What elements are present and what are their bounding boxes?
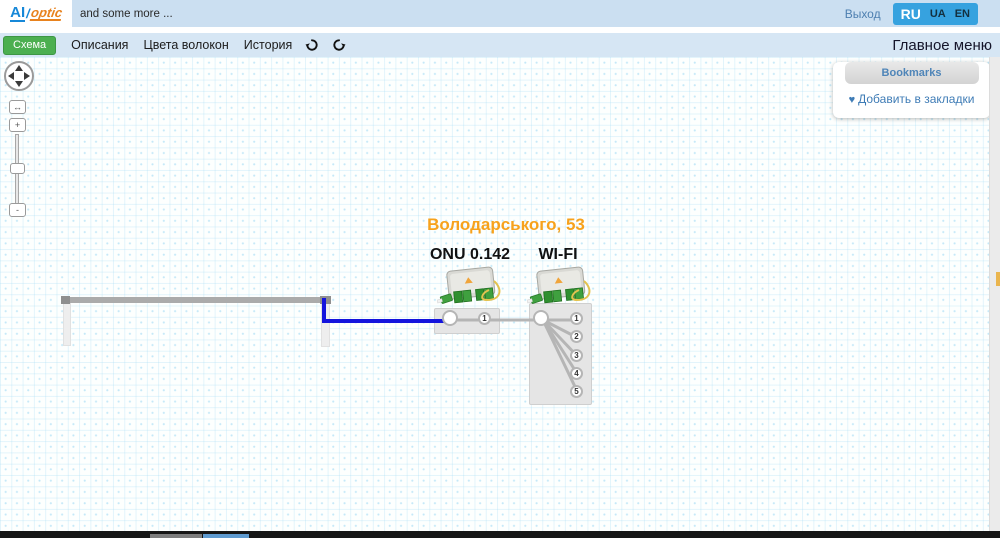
wifi-port-3[interactable]: 3 xyxy=(570,349,583,362)
aerial-cable-span[interactable] xyxy=(62,297,330,303)
fit-icon: ↔ xyxy=(13,101,22,112)
schema-canvas[interactable]: 1 1 2 3 4 5 xyxy=(0,57,1000,531)
taskbar-fragment-blue xyxy=(203,534,249,538)
address-label[interactable]: Володарського, 53 xyxy=(427,215,585,234)
pan-right-icon[interactable] xyxy=(24,72,30,80)
heart-icon: ♥ xyxy=(848,94,856,106)
pan-down-icon[interactable] xyxy=(15,81,23,87)
bar-gap xyxy=(0,27,1000,33)
blue-drop-cable xyxy=(322,298,450,323)
undo-icon[interactable] xyxy=(305,38,319,52)
zoom-out-button[interactable]: - xyxy=(9,203,26,217)
logo-slash: / xyxy=(26,6,30,21)
lang-ua-button[interactable]: UA xyxy=(929,7,946,20)
redo-icon[interactable] xyxy=(332,38,346,52)
zoom-fit-button[interactable]: ↔ xyxy=(9,100,26,114)
wifi-port-1[interactable]: 1 xyxy=(570,312,583,325)
schema-button[interactable]: Схема xyxy=(3,35,57,55)
topbar-right-group: Выход RU UA EN xyxy=(845,0,978,27)
bottom-taskbar-edge xyxy=(0,531,1000,538)
link-hub2-port5 xyxy=(541,319,580,394)
optical-terminal-image-onu[interactable] xyxy=(437,265,505,307)
wifi-label[interactable]: WI-FI xyxy=(538,246,578,263)
top-bar: AI/optic and some more ... Выход RU UA E… xyxy=(0,0,1000,27)
wifi-port-5[interactable]: 5 xyxy=(570,385,583,398)
bookmarks-tab[interactable]: Bookmarks xyxy=(844,62,979,84)
wifi-hub-node[interactable] xyxy=(533,310,549,326)
optical-terminal-image-wifi[interactable] xyxy=(527,265,595,307)
wifi-port-4[interactable]: 4 xyxy=(570,367,583,380)
zoom-in-button[interactable]: + xyxy=(9,118,26,132)
main-menu-button[interactable]: Главное меню xyxy=(892,36,992,54)
pan-up-icon[interactable] xyxy=(15,65,23,71)
onu-label[interactable]: ONU 0.142 xyxy=(429,246,511,263)
onu-port-1[interactable]: 1 xyxy=(478,312,491,325)
zoom-slider-handle[interactable] xyxy=(10,163,25,174)
menu-item-descriptions[interactable]: Описания xyxy=(71,38,129,52)
pan-left-icon[interactable] xyxy=(8,72,14,80)
app-logo[interactable]: AI/optic xyxy=(0,0,72,27)
menu-item-history[interactable]: История xyxy=(243,38,293,52)
lang-en-button[interactable]: EN xyxy=(954,7,970,20)
scrollbar-marker xyxy=(996,272,1000,286)
span-end-cap-left xyxy=(61,296,70,304)
onu-hub-node[interactable] xyxy=(442,310,458,326)
vertical-scrollbar[interactable] xyxy=(989,57,1000,531)
lang-ru-button[interactable]: RU xyxy=(900,5,921,22)
logo-optic-text: optic xyxy=(29,5,64,21)
logout-link[interactable]: Выход xyxy=(844,6,881,21)
pan-control[interactable] xyxy=(4,61,34,91)
add-bookmark-label: Добавить в закладки xyxy=(858,92,975,106)
logo-ai-text: AI xyxy=(10,4,26,22)
tagline-text: and some more ... xyxy=(80,7,173,20)
language-switcher: RU UA EN xyxy=(892,2,978,25)
wifi-port-2[interactable]: 2 xyxy=(570,330,583,343)
add-bookmark-link[interactable]: ♥Добавить в закладки xyxy=(833,92,990,106)
plus-icon: + xyxy=(14,119,21,130)
menu-item-fiber-colors[interactable]: Цвета волокон xyxy=(143,38,229,52)
toolbar: Схема Описания Цвета волокон История Гла… xyxy=(0,33,1000,57)
taskbar-fragment-gray xyxy=(150,534,202,538)
minus-icon: - xyxy=(16,204,19,215)
bookmarks-panel: Bookmarks ♥Добавить в закладки xyxy=(833,62,990,118)
